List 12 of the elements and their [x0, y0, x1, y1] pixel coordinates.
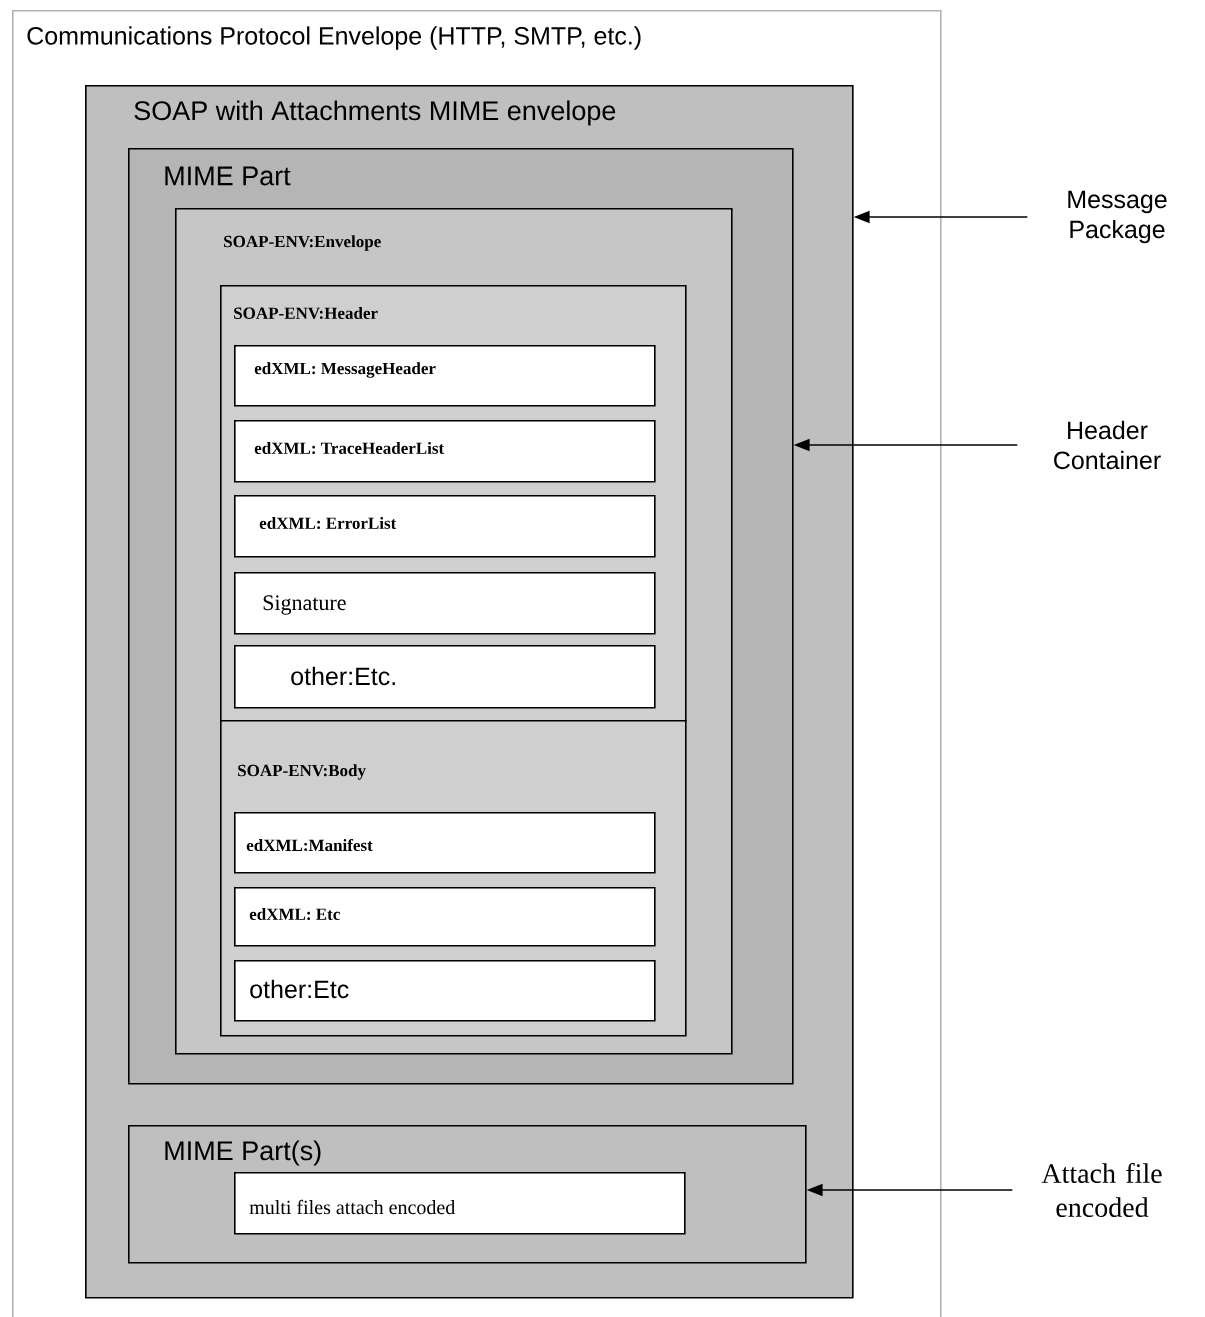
element-box: other:Etc.	[234, 645, 656, 709]
callout-label: Header Container	[1054, 420, 1161, 470]
element-box: other:Etc	[234, 960, 656, 1022]
element-box: edXML: Etc	[234, 887, 656, 947]
element-box: Signature	[234, 572, 656, 635]
element-box: multi files attach encoded	[234, 1172, 686, 1235]
callout-label: Message Package	[1068, 190, 1167, 244]
element-box: edXML: MessageHeader	[234, 345, 656, 407]
callout-label: Attach file encoded	[1041, 1163, 1162, 1217]
element-box: edXML:Manifest	[234, 812, 656, 874]
element-box: edXML: ErrorList	[234, 495, 656, 558]
element-box: edXML: TraceHeaderList	[234, 420, 656, 483]
